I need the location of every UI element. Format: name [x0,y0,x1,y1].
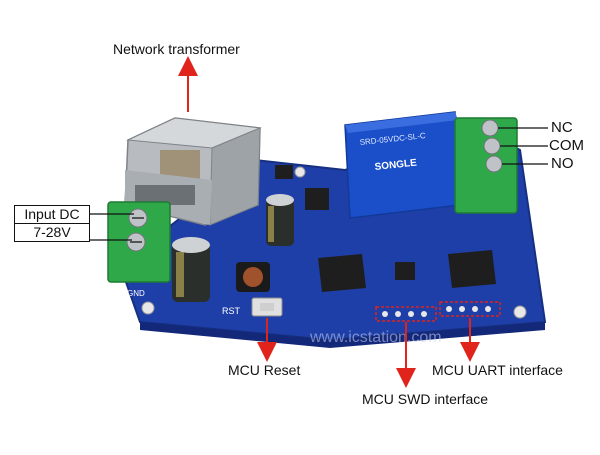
relay-brand: SONGLE [374,158,417,173]
uart-header [439,301,501,317]
reset-button [251,297,283,317]
mcu-swd-label: MCU SWD interface [362,391,489,407]
rj45-jack [124,117,262,226]
regulator-chip [305,188,329,210]
com-label: COM [549,137,584,154]
input-dc-box: Input DC 7-28V [14,205,90,242]
network-transformer-label: Network transformer [113,41,240,57]
input-dc-label: Input DC [24,206,80,222]
rst-marking: RST [222,306,241,316]
input-voltage-label: 7-28V [15,223,89,241]
relay-terminal-block [454,117,518,214]
mcu-reset-label: MCU Reset [228,362,301,378]
mounting-hole [141,301,155,315]
ethernet-chip [318,254,366,292]
mcu-chip [448,250,496,288]
nc-label: NC [551,119,573,136]
no-label: NO [551,155,574,172]
small-chip [275,165,293,179]
small-chip [395,262,415,280]
relay: SRD-05VDC-SL-C SONGLE [344,111,461,219]
electrolytic-capacitor-large [172,237,210,302]
mounting-hole [513,305,527,319]
electrolytic-capacitor-small [266,194,294,246]
gnd-marking: GND [127,289,145,298]
mounting-hole [294,166,306,178]
inductor [236,262,270,292]
mcu-uart-label: MCU UART interface [432,362,563,378]
power-terminal-block [107,201,171,283]
watermark: www.icstation.com [309,329,442,346]
swd-header [375,306,437,322]
